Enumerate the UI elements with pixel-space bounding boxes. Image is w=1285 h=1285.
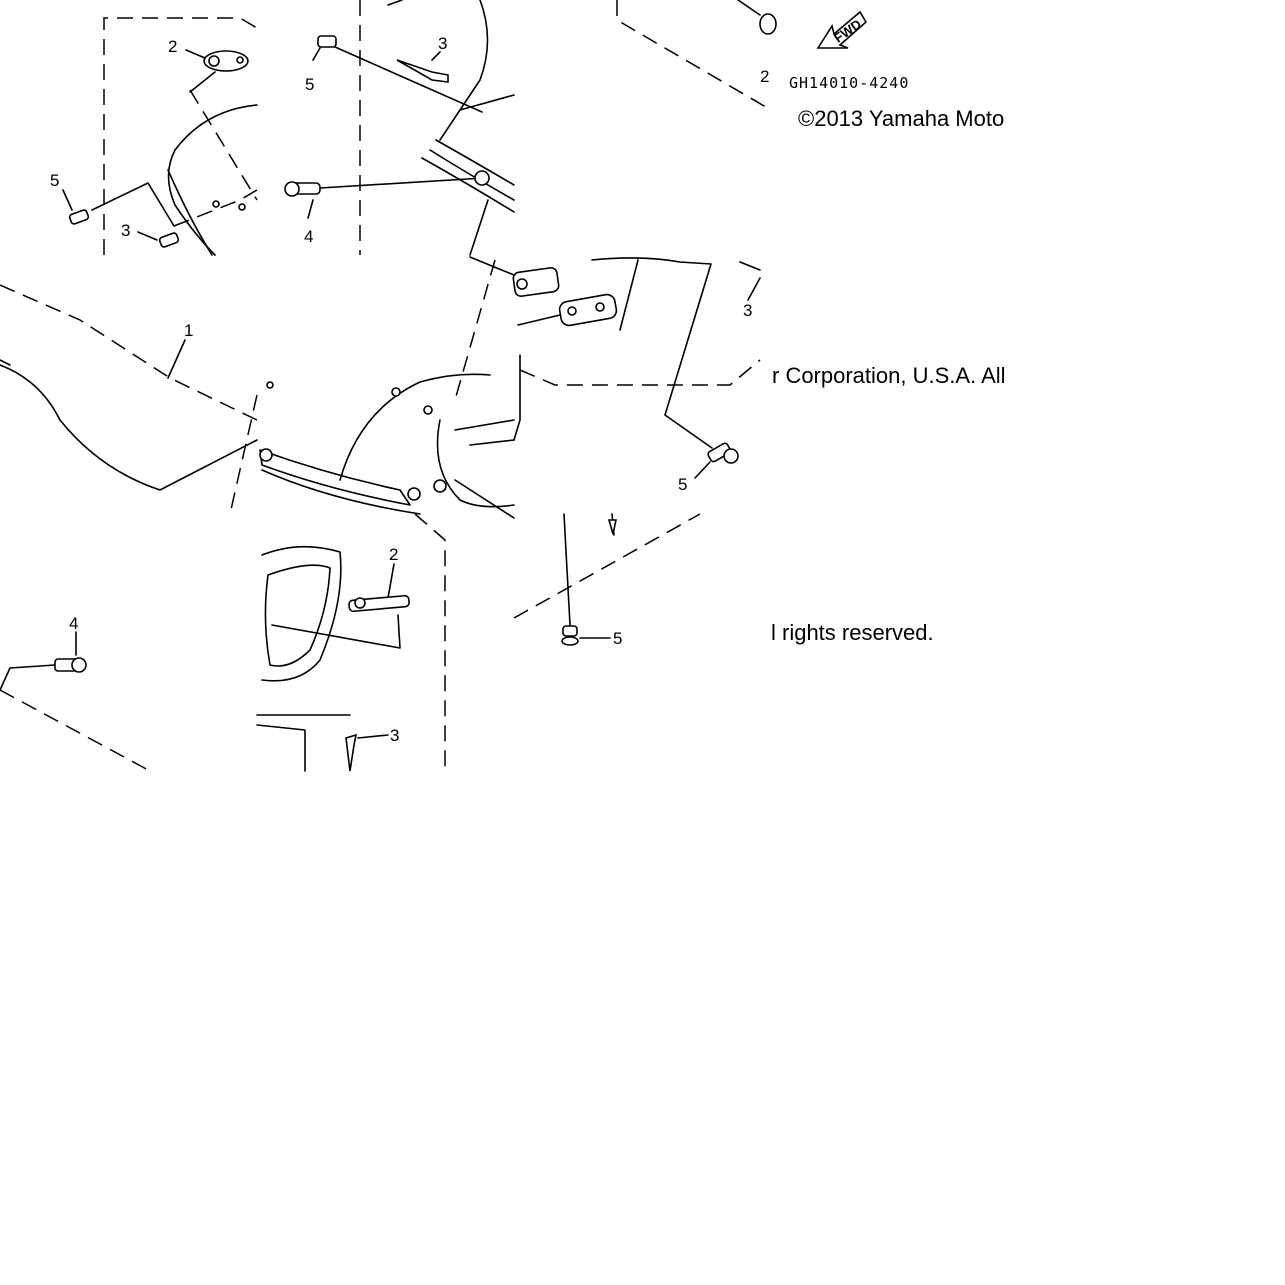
diagram-code: GH14010-4240 xyxy=(789,74,909,92)
callout-3: 3 xyxy=(743,301,752,320)
screw-part-5 xyxy=(707,442,732,463)
screw-part-5 xyxy=(317,35,337,48)
copyright-line-2: r Corporation, U.S.A. All xyxy=(772,363,1006,388)
tile-center xyxy=(259,256,515,519)
callout-3: 3 xyxy=(438,34,447,53)
callout-3: 3 xyxy=(390,726,399,745)
screw-part-5 xyxy=(68,209,90,225)
copyright-line-3: l rights reserved. xyxy=(771,620,934,645)
tile-top-left: 2 5 3 xyxy=(50,17,258,256)
tile-bottom-left: 4 xyxy=(0,614,151,772)
callout-5: 5 xyxy=(678,475,687,494)
fwd-arrow-icon: FWD xyxy=(816,10,868,49)
tile-center-right: 3 5 xyxy=(512,257,761,494)
callout-4: 4 xyxy=(304,227,313,246)
callout-4: 4 xyxy=(69,614,78,633)
screw-part-5 xyxy=(562,625,578,637)
tile-mid-left: 1 xyxy=(0,284,258,515)
tile-top-right: 2 xyxy=(616,0,777,111)
callout-1: 1 xyxy=(184,321,193,340)
rivet-part-3 xyxy=(345,733,358,772)
tile-bottom-right: 5 xyxy=(513,513,701,648)
callout-5: 5 xyxy=(613,629,622,648)
tile-bottom-middle: 2 3 xyxy=(256,513,446,772)
collar-plate-part-2 xyxy=(558,293,618,327)
collar-plate-part-2 xyxy=(759,13,777,35)
callout-3: 3 xyxy=(121,221,130,240)
rivet-part-3 xyxy=(158,232,180,248)
rivet-part-3 xyxy=(396,59,449,83)
callout-2: 2 xyxy=(168,37,177,56)
tile-top-middle: 5 3 4 xyxy=(284,0,515,256)
callout-2: 2 xyxy=(760,67,769,86)
callout-5: 5 xyxy=(50,171,59,190)
callout-2: 2 xyxy=(389,545,398,564)
callout-5: 5 xyxy=(305,75,314,94)
copyright-line-1: ©2013 Yamaha Moto xyxy=(798,106,1004,131)
